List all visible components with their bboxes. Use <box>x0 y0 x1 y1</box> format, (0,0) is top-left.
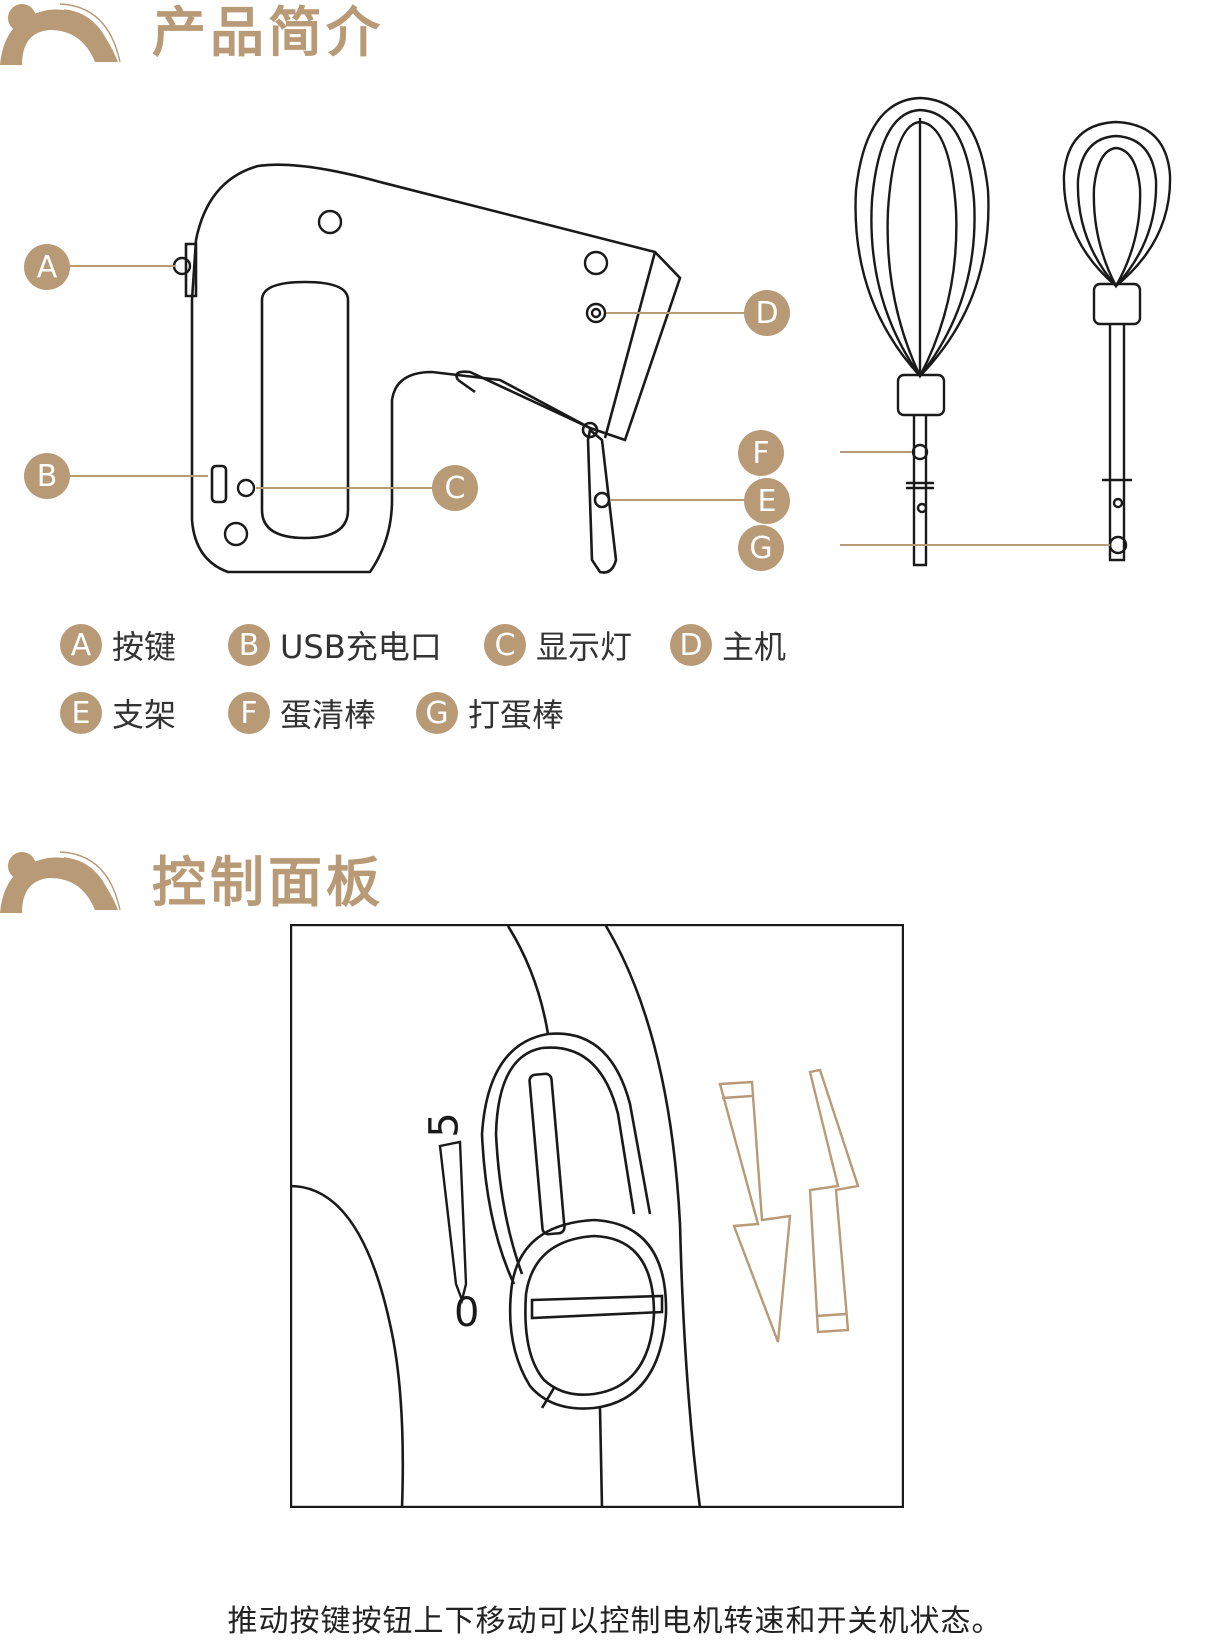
callout-g: G <box>738 525 784 571</box>
control-panel-illustration <box>290 924 904 1508</box>
whisks-illustration <box>840 96 1172 567</box>
brand-logo-icon <box>0 3 121 65</box>
legend-label: 支架 <box>112 696 177 734</box>
legend-item-d: D 主机 <box>670 622 786 668</box>
mixer-body-illustration <box>70 163 744 574</box>
legend-label: 显示灯 <box>536 628 633 666</box>
legend-badge: C <box>484 624 526 666</box>
caption: 推动按键按钮上下移动可以控制电机转速和开关机状态。 <box>227 1604 1003 1639</box>
legend-item-a: A 按键 <box>60 622 176 668</box>
legend-label: 蛋清棒 <box>280 696 377 734</box>
legend-label: USB充电口 <box>280 628 442 666</box>
legend-label: 按键 <box>112 628 177 666</box>
legend-badge: A <box>60 624 102 666</box>
legend-item-c: C 显示灯 <box>484 622 632 668</box>
section-title-panel: 控制面板 <box>152 851 384 914</box>
callout-f: F <box>738 430 784 476</box>
scale-max-label: 5 <box>421 1112 468 1138</box>
legend-label: 主机 <box>722 628 787 666</box>
legend-item-b: B USB充电口 <box>228 622 442 668</box>
legend-item-e: E 支架 <box>60 690 176 736</box>
callout-b: B <box>24 453 70 499</box>
legend-item-g: G 打蛋棒 <box>416 690 564 736</box>
section-title-intro: 产品简介 <box>152 1 384 64</box>
legend-badge: G <box>416 692 458 734</box>
legend-badge: D <box>670 624 712 666</box>
scale-min-label: 0 <box>454 1290 480 1336</box>
legend-item-f: F 蛋清棒 <box>228 690 376 736</box>
legend-label: 打蛋棒 <box>468 696 565 734</box>
callout-c: C <box>432 465 478 511</box>
brand-logo-icon <box>0 851 121 913</box>
legend-badge: E <box>60 692 102 734</box>
callout-a: A <box>24 244 70 290</box>
legend-badge: F <box>228 692 270 734</box>
callout-e: E <box>744 478 790 524</box>
callout-d: D <box>744 290 790 336</box>
legend-badge: B <box>228 624 270 666</box>
